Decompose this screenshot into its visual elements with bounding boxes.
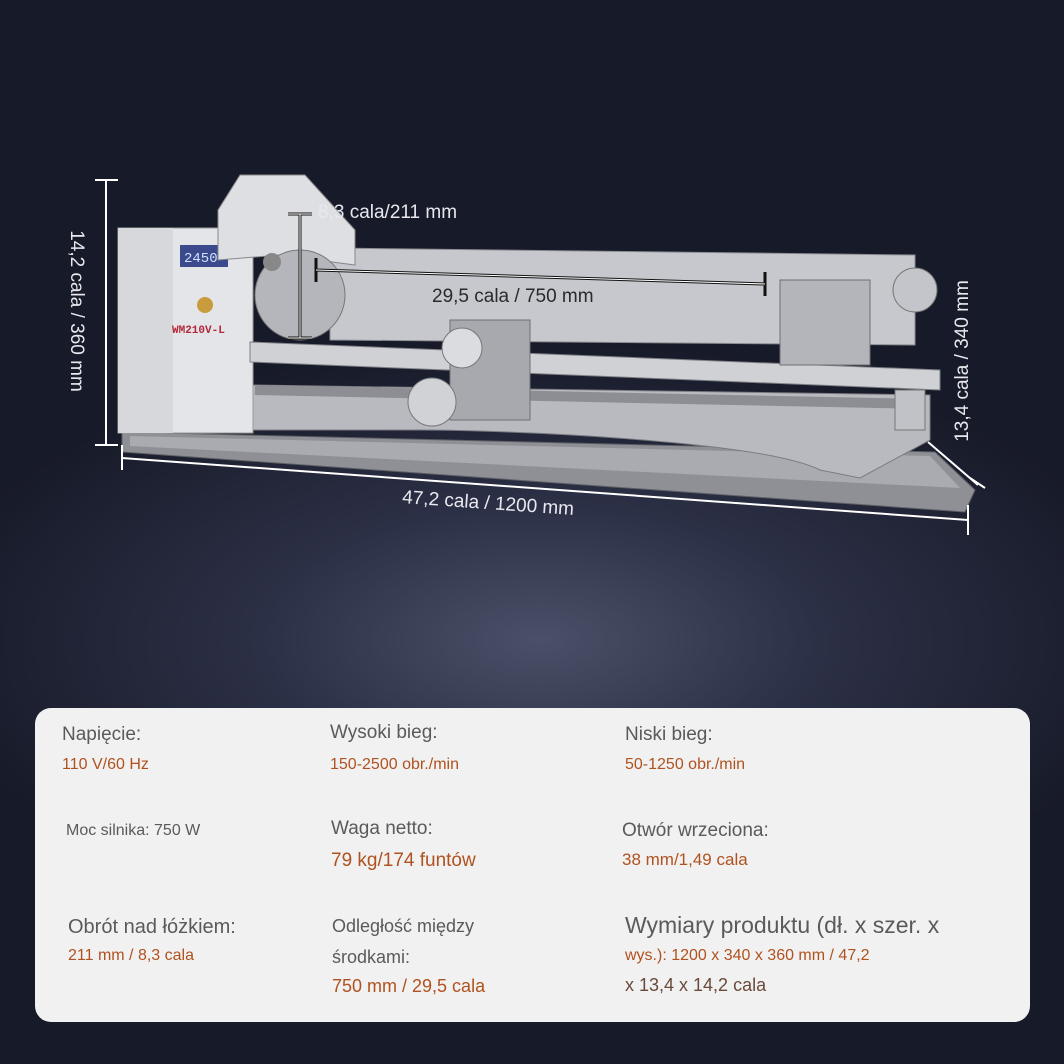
spec-spindle-bore: Otwór wrzeciona: 38 mm/1,49 cala [622, 820, 769, 870]
spec-swing-over-bed: Obrót nad łóżkiem: 211 mm / 8,3 cala [68, 916, 236, 965]
spec-label: Niski bieg: [625, 724, 713, 745]
spec-label: Wysoki bieg: [330, 722, 438, 743]
specs-card: Napięcie: 110 V/60 Hz Wysoki bieg: 150-2… [35, 708, 1030, 1022]
spec-label: Odległość między [332, 916, 475, 936]
lathe-handwheel [407, 377, 457, 427]
spec-label: Otwór wrzeciona: [622, 820, 769, 841]
lathe-illustration: 2450 WM210V-L [95, 174, 986, 535]
spec-value: 150-2500 obr./min [330, 756, 459, 773]
spec-low-speed: Niski bieg: 50-1250 obr./min [625, 724, 745, 774]
spec-value: 38 mm/1,49 cala [622, 850, 748, 869]
spec-value: 110 V/60 Hz [62, 756, 149, 773]
spec-value: 211 mm / 8,3 cala [68, 947, 194, 964]
spec-label: Wymiary produktu (dł. x szer. x [625, 912, 940, 938]
lathe-display-reading: 2450 [184, 251, 218, 267]
spec-value-continued: x 13,4 x 14,2 cala [625, 975, 767, 995]
swing-dimension-label: 8,3 cala/211 mm [318, 202, 458, 223]
spec-value: 750 mm / 29,5 cala [332, 976, 486, 996]
lathe-model-label: WM210V-L [172, 325, 225, 337]
lathe-tailstock [779, 279, 871, 366]
lathe-belt-cover [217, 174, 356, 266]
depth-dimension-label: 13,4 cala / 340 mm [951, 280, 973, 442]
spec-label: Waga netto: [331, 818, 433, 839]
between-centers-dimension-label: 29,5 cala / 750 mm [432, 286, 594, 307]
lathe-display [180, 245, 228, 267]
spec-value: 79 kg/174 funtów [331, 850, 476, 871]
lathe-bed [249, 341, 941, 391]
spec-value: wys.): 1200 x 340 x 360 mm / 47,2 [625, 947, 870, 964]
dimension-lines [95, 179, 986, 535]
spec-label: Moc silnika: 750 W [66, 822, 201, 839]
spec-label: Obrót nad łóżkiem: [68, 916, 236, 938]
spec-product-dimensions: Wymiary produktu (dł. x szer. x wys.): 1… [625, 912, 939, 996]
height-dimension-label: 14,2 cala / 360 mm [65, 230, 87, 392]
spec-distance-between-centers: Odległość między środkami: 750 mm / 29,5… [332, 916, 485, 997]
product-scene: 2450 WM210V-L 14,2 cala / 360 mm 13,4 ca… [65, 174, 986, 535]
spec-label: Napięcie: [62, 724, 142, 745]
spec-voltage: Napięcie: 110 V/60 Hz [62, 724, 149, 774]
spec-label-continued: środkami: [332, 947, 411, 967]
spec-high-speed: Wysoki bieg: 150-2500 obr./min [330, 722, 459, 774]
spec-motor-power: Moc silnika: 750 W [66, 822, 200, 840]
spec-value: 50-1250 obr./min [625, 756, 746, 773]
spec-net-weight: Waga netto: 79 kg/174 funtów [331, 818, 476, 872]
